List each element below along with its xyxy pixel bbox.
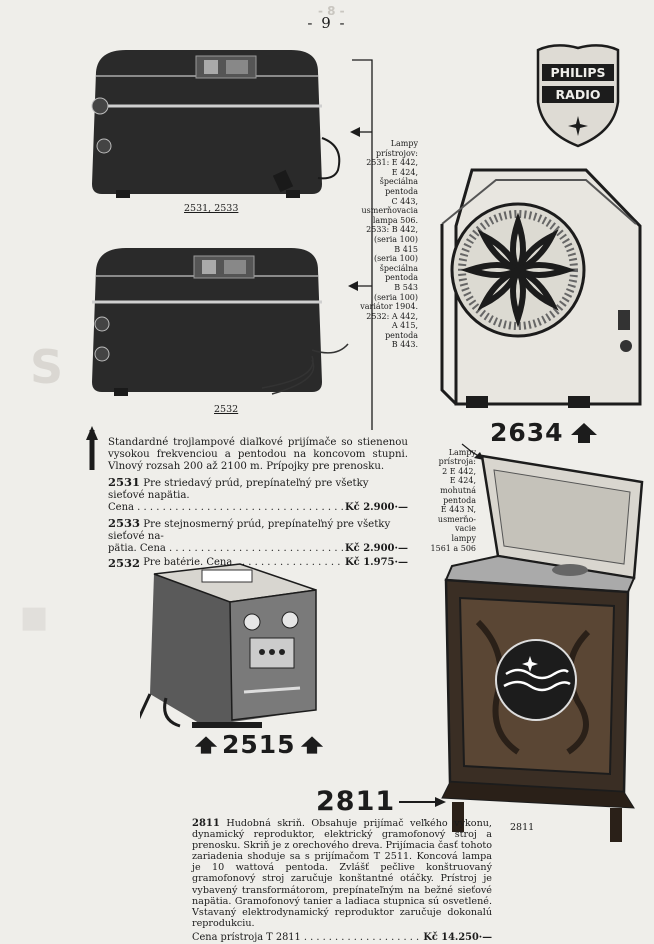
price-label: Cena (108, 502, 343, 514)
caption-2531-2533: 2531, 2533 (184, 203, 239, 214)
radiogram-lamps-text: Lampy prístroja: 2 E 442, E 424, mohutná… (430, 447, 476, 553)
receivers-lamps-note: Lampy prístrojov: 2531: E 442, E 424, šp… (360, 139, 418, 350)
bleed-through-text: S (30, 340, 64, 394)
bleed-through-text: ■ (20, 600, 49, 635)
house-arrow-icon (570, 422, 597, 443)
logo-bottom-text: RADIO (556, 87, 601, 102)
bleed-through-text: - 8 - (318, 4, 345, 18)
radiogram-number: 2811 (316, 786, 396, 817)
speaker-label: 2634 (490, 418, 598, 447)
price-value: Kč 2.900·— (344, 543, 408, 554)
amplifier-label: 2515 (194, 730, 324, 759)
model-2533-entry: 2533 Pre stejnosmerný prúd, prepínateľný… (108, 517, 408, 555)
model-number: 2533 (108, 516, 141, 530)
receivers-description-block: Standardné trojlampové diaľkové prijímač… (108, 437, 408, 569)
speaker-number: 2634 (490, 418, 564, 447)
radiogram-2811-image (438, 452, 648, 852)
radiogram-desc-number: 2811 (192, 818, 220, 829)
receivers-description: Standardné trojlampové diaľkové prijímač… (108, 437, 408, 472)
radiogram-lamps-note: Lampy prístroja: 2 E 442, E 424, mohutná… (402, 438, 478, 563)
receiver-2531-image (86, 42, 352, 202)
model-2532-entry: 2532 Pre batérie. CenaKč 1.975·— (108, 557, 408, 569)
amplifier-number: 2515 (222, 730, 296, 759)
amplifier-2515-image (136, 560, 320, 730)
radiogram-description: Hudobná skriň. Obsahuje prijímač veľkého… (192, 818, 492, 929)
model-2531-entry: 2531 Pre striedavý prúd, prepínateľný pr… (108, 476, 408, 514)
house-arrow-icon (194, 735, 218, 754)
receiver-2532-image (86, 240, 354, 400)
price-value: Kč 1.975·— (344, 557, 408, 568)
price-label: pätia. Cena (108, 543, 343, 555)
arrow-right-icon (399, 796, 447, 807)
price-label: Cena prístroja T 2811 (192, 932, 421, 944)
model-text: Pre stejnosmerný prúd, prepínateľný pre … (108, 519, 391, 542)
philips-radio-logo: PHILIPS RADIO (534, 40, 622, 148)
model-number: 2532 (108, 556, 141, 570)
radiogram-label: 2811 (316, 786, 447, 817)
radiogram-description-block: 2811 Hudobná skriň. Obsahuje prijímač ve… (192, 818, 492, 944)
radiogram-price-row: Cena prístroja T 2811 Kč 14.250·— (192, 932, 492, 944)
page-number: - 9 - (307, 14, 347, 32)
price-label: Pre batérie. Cena (143, 557, 343, 569)
logo-top-text: PHILIPS (550, 65, 605, 80)
caption-2811: 2811 (510, 822, 535, 833)
model-number: 2531 (108, 475, 141, 489)
speaker-2634-image (436, 160, 646, 415)
price-value: Kč 14.250·— (423, 931, 492, 943)
house-arrow-icon (300, 735, 323, 754)
model-text: Pre striedavý prúd, prepínateľný pre vše… (108, 478, 369, 501)
price-value: Kč 2.900·— (344, 502, 408, 513)
caption-2532: 2532 (214, 404, 239, 415)
